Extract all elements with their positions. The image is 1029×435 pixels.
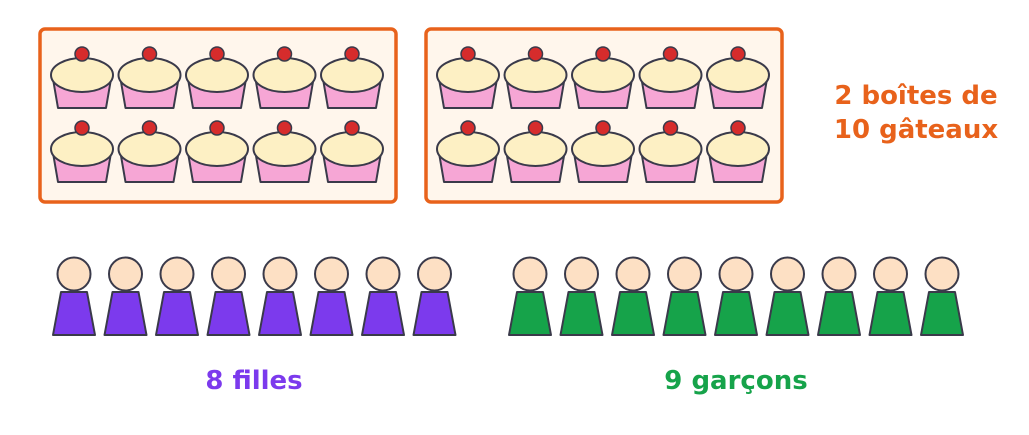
person-icon bbox=[817, 256, 861, 336]
cupcake-icon bbox=[320, 120, 384, 183]
boxes-label-line1: 2 boîtes de bbox=[834, 81, 997, 111]
cupcake-icon bbox=[117, 46, 182, 109]
cupcake-icon bbox=[252, 120, 317, 183]
cake-box bbox=[424, 27, 784, 204]
cupcake-icon bbox=[436, 46, 500, 109]
person-icon bbox=[206, 256, 251, 336]
cupcake-icon bbox=[638, 120, 703, 183]
boys-label: 9 garçons bbox=[664, 366, 807, 396]
person-icon bbox=[611, 256, 655, 336]
person-icon bbox=[412, 256, 457, 336]
girls-group bbox=[52, 256, 457, 336]
boys-group bbox=[508, 256, 964, 336]
cupcake-icon bbox=[320, 46, 384, 109]
cake-boxes bbox=[38, 27, 784, 204]
cupcake-icon bbox=[185, 46, 249, 109]
cupcake-icon bbox=[638, 46, 703, 109]
cupcake-icon bbox=[50, 46, 114, 109]
person-icon bbox=[52, 256, 96, 336]
girls-label: 8 filles bbox=[205, 366, 302, 396]
person-icon bbox=[508, 256, 552, 336]
cupcake-icon bbox=[252, 46, 317, 109]
person-icon bbox=[868, 256, 913, 336]
cupcake-icon bbox=[503, 46, 568, 109]
person-icon bbox=[309, 256, 354, 336]
person-icon bbox=[155, 256, 199, 336]
cupcake-icon bbox=[571, 120, 635, 183]
person-icon bbox=[662, 256, 707, 336]
cupcake-icon bbox=[50, 120, 114, 183]
cupcake-icon bbox=[436, 120, 500, 183]
person-icon bbox=[361, 256, 405, 336]
cupcake-icon bbox=[571, 46, 635, 109]
cupcake-icon bbox=[706, 120, 770, 183]
cupcake-icon bbox=[503, 120, 568, 183]
cupcake-icon bbox=[706, 46, 770, 109]
person-icon bbox=[258, 256, 302, 336]
cupcake-icon bbox=[185, 120, 249, 183]
person-icon bbox=[714, 256, 758, 336]
cake-box bbox=[38, 27, 398, 204]
person-icon bbox=[103, 256, 148, 336]
person-icon bbox=[765, 256, 810, 336]
person-icon bbox=[920, 256, 964, 336]
boxes-label-line2: 10 gâteaux bbox=[834, 115, 999, 145]
person-icon bbox=[559, 256, 604, 336]
cupcake-icon bbox=[117, 120, 182, 183]
